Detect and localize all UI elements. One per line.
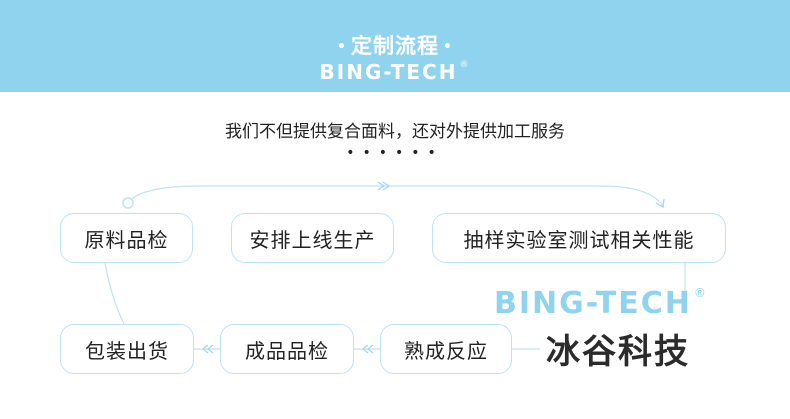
step-finished-inspection: 成品品检 bbox=[220, 324, 354, 374]
connector-left bbox=[104, 262, 125, 325]
title-text: 定制流程 bbox=[351, 34, 439, 58]
step-lab-testing: 抽样实验室测试相关性能 bbox=[432, 213, 726, 263]
registered-mark: ® bbox=[459, 60, 471, 70]
connector-start-circle bbox=[122, 197, 134, 209]
header-banner: •定制流程• BING-TECH® bbox=[0, 0, 790, 92]
step-material-inspection: 原料品检 bbox=[60, 213, 193, 263]
brand-logo: BING-TECH® bbox=[0, 60, 790, 84]
watermark-brand-name: BING-TECH bbox=[494, 286, 692, 321]
step-curing: 熟成反应 bbox=[380, 324, 512, 374]
divider-dots: •••••• bbox=[346, 145, 444, 161]
watermark-registered-mark: ® bbox=[693, 286, 708, 300]
title-dot-right: • bbox=[443, 39, 453, 55]
watermark-company-name: 冰谷科技 bbox=[546, 332, 690, 372]
step-packing-shipping: 包装出货 bbox=[60, 324, 194, 374]
subtitle: 我们不但提供复合面料，还对外提供加工服务 bbox=[225, 122, 565, 142]
connector-top bbox=[127, 185, 664, 207]
arrow-down-right-icon bbox=[655, 198, 665, 208]
arrow-top-icon bbox=[377, 181, 391, 191]
step-production: 安排上线生产 bbox=[231, 213, 394, 263]
brand-name: BING-TECH bbox=[319, 60, 458, 84]
watermark-brand: BING-TECH® bbox=[494, 286, 708, 321]
arrow-left-icon-2 bbox=[202, 344, 214, 354]
title-dot-left: • bbox=[337, 39, 347, 55]
arrow-left-icon-1 bbox=[362, 344, 374, 354]
page-title: •定制流程• bbox=[0, 30, 790, 60]
